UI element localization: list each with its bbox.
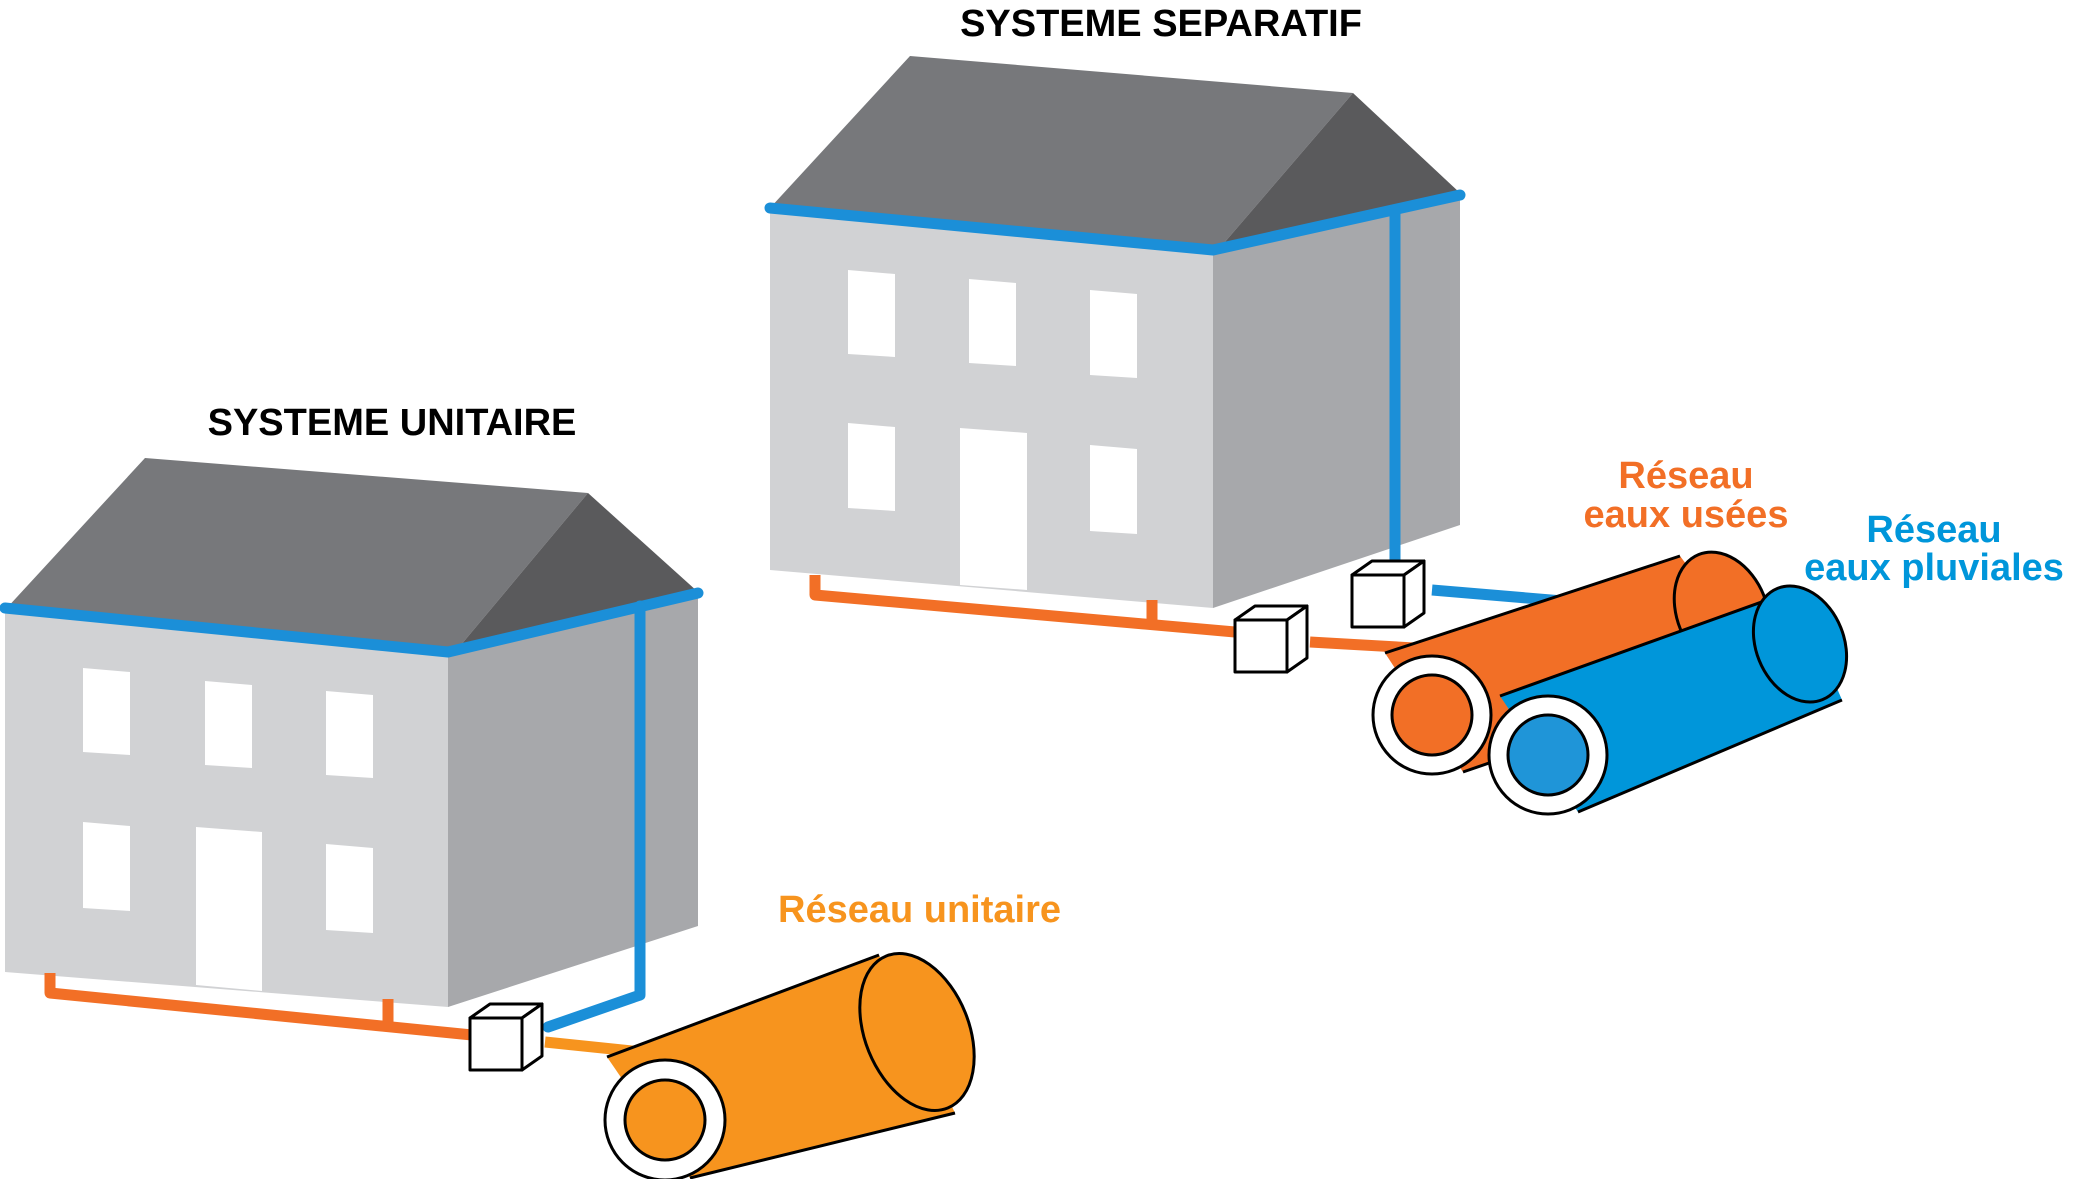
house-separatif-roof-front <box>770 56 1353 250</box>
title-systeme-separatif: SYSTEME SEPARATIF <box>960 3 1362 45</box>
label-reseau-pluviales-line2: eaux pluviales <box>1804 547 2064 589</box>
waste-pipe-unitaire <box>44 973 473 1041</box>
window <box>83 668 130 755</box>
inspection-box-unitaire <box>468 1002 544 1072</box>
window <box>1090 445 1137 534</box>
window <box>326 691 373 778</box>
door <box>196 827 262 991</box>
house-separatif-roof-side <box>1218 93 1460 250</box>
inspection-box-rain <box>1350 559 1426 629</box>
window <box>848 270 895 357</box>
rain-downpipe-unitaire <box>542 600 646 1033</box>
window <box>326 844 373 933</box>
main-pipe-unitaire <box>603 952 976 1179</box>
window <box>205 681 252 768</box>
house-unitaire-roof-front <box>5 458 588 652</box>
inspection-box-waste <box>1233 604 1309 674</box>
label-reseau-usees-line2: eaux usées <box>1584 494 1789 536</box>
label-reseau-usees-line1: Réseau <box>1618 455 1753 497</box>
house-unitaire <box>5 458 698 1007</box>
house-unitaire-roof-side <box>455 493 698 652</box>
rain-gutter-separatif <box>764 189 1466 256</box>
house-separatif <box>770 56 1460 608</box>
main-pipe-eaux-pluviales <box>1487 584 1849 816</box>
window <box>83 822 130 911</box>
window <box>1090 290 1137 378</box>
waste-pipe-separatif <box>809 575 1236 638</box>
house-separatif-side-wall <box>1213 195 1460 608</box>
title-systeme-unitaire: SYSTEME UNITAIRE <box>208 402 577 444</box>
label-reseau-unitaire: Réseau unitaire <box>778 889 1061 931</box>
window <box>969 279 1016 366</box>
door <box>960 428 1027 590</box>
label-reseau-pluviales-line1: Réseau <box>1866 509 2001 551</box>
rain-gutter-unitaire <box>0 587 704 658</box>
house-unitaire-side-wall <box>448 595 698 1007</box>
window <box>848 423 895 511</box>
